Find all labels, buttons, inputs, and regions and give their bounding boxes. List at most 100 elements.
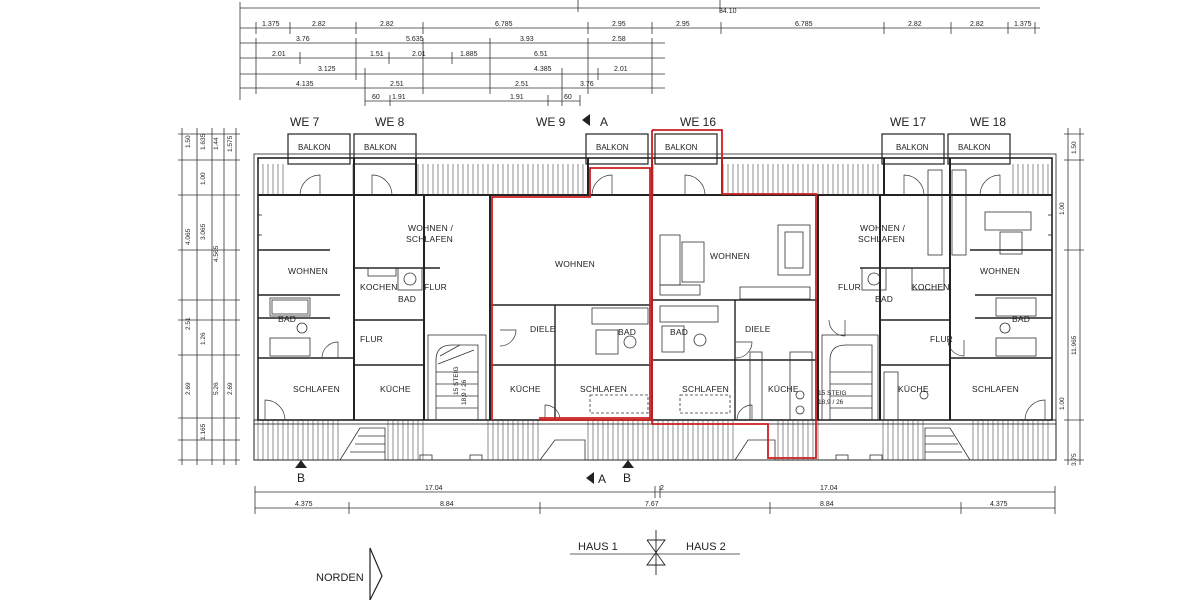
dim-total-width: 34.10 (719, 8, 737, 15)
dim-label: 4.375 (295, 501, 313, 508)
room-label-bad: BAD (670, 327, 688, 337)
room-label-wohnen: WOHNEN (555, 259, 595, 269)
dim-label: 1.375 (1014, 21, 1032, 28)
balcony-label: BALKON (298, 143, 331, 152)
unit-label-we7: WE 7 (290, 115, 320, 129)
room-label-diele: DIELE (530, 324, 556, 334)
dim-label: 2.69 (227, 382, 234, 395)
room-label-bad: BAD (278, 314, 296, 324)
dim-label: 4.565 (213, 245, 220, 262)
dim-label: 3.76 (580, 81, 594, 88)
room-label-kochen: KOCHEN (360, 282, 398, 292)
dim-label: 1.91 (392, 94, 406, 101)
dim-label: 6.785 (795, 21, 813, 28)
dim-label: 2.82 (380, 21, 394, 28)
dim-label: 2.01 (272, 51, 286, 58)
room-label-schlafen: SCHLAFEN (580, 384, 627, 394)
dim-label: 2.82 (312, 21, 326, 28)
room-label-schlafen: SCHLAFEN (972, 384, 1019, 394)
dim-label: 1.51 (370, 51, 384, 58)
room-label-flur: FLUR (424, 282, 447, 292)
dim-label: 2.58 (612, 36, 626, 43)
top-dimension-chains (239, 0, 1040, 106)
stair-ratio-left: 18,9 / 26 (461, 379, 468, 405)
dim-label: 5.635 (406, 36, 424, 43)
dim-label: 11.965 (1071, 335, 1078, 355)
haus-label-1: HAUS 1 (578, 541, 618, 553)
room-label-wohnen: WOHNEN (288, 266, 328, 276)
top-dimension-labels: 34.10 1.375 2.82 2.82 6.785 2.95 2.95 6.… (262, 8, 1032, 101)
room-label-kueche: KÜCHE (898, 384, 929, 394)
room-label-flur: FLUR (360, 334, 383, 344)
room-label-kueche: KÜCHE (380, 384, 411, 394)
room-label-wohnen-schlafen: SCHLAFEN (406, 234, 453, 244)
dim-label: 1.885 (460, 51, 478, 58)
unit-label-we9: WE 9 (536, 115, 566, 129)
section-mark-label: B (297, 471, 305, 485)
room-label-kueche: KÜCHE (510, 384, 541, 394)
dim-label: 1.50 (185, 135, 192, 148)
building-walls (253, 133, 1057, 461)
dim-label: 1.00 (200, 172, 207, 185)
balcony-label: BALKON (665, 143, 698, 152)
unit-label-we16: WE 16 (680, 115, 716, 129)
side-dimension-labels: 1.50 1.635 1.44 1.575 1.00 3.065 4.565 2… (185, 133, 1078, 466)
entrance-steps (339, 427, 971, 461)
room-label-kueche: KÜCHE (768, 384, 799, 394)
side-dimension-chains (178, 128, 1084, 465)
dim-label: 17.04 (425, 485, 443, 492)
room-label-wohnen: WOHNEN (710, 251, 750, 261)
fixtures (269, 169, 1037, 421)
unit-label-we8: WE 8 (375, 115, 405, 129)
dim-label: 2.51 (185, 317, 192, 330)
section-mark-label: A (600, 115, 608, 129)
dim-label: 2.01 (412, 51, 426, 58)
unit-labels: WE 7 WE 8 WE 9 WE 16 WE 17 WE 18 (290, 115, 1006, 129)
dim-label: 1.44 (213, 137, 220, 150)
section-mark-label: A (598, 472, 606, 486)
dim-label: 6.785 (495, 21, 513, 28)
dim-label: 1.91 (510, 94, 524, 101)
section-marker-a-top: A (582, 114, 608, 129)
wall-hatching-top (257, 164, 1049, 195)
bottom-dimension-labels: 17.04 2 17.04 4.375 8.84 7.67 8.84 4.375 (295, 485, 1008, 508)
balcony-label: BALKON (364, 143, 397, 152)
room-label-flur: FLUR (930, 334, 953, 344)
dim-label: 2.51 (390, 81, 404, 88)
dim-label: 1.375 (262, 21, 280, 28)
dim-label: 8.84 (820, 501, 834, 508)
room-label-bad: BAD (1012, 314, 1030, 324)
dim-label: 1.635 (200, 133, 207, 150)
highlighted-units (491, 129, 817, 459)
dim-label: 2.82 (908, 21, 922, 28)
wall-hatching-bottom (257, 420, 1049, 460)
room-label-bad: BAD (398, 294, 416, 304)
room-label-flur: FLUR (838, 282, 861, 292)
dim-label: 2.95 (612, 21, 626, 28)
stair-label-left: 15 STEIG (453, 366, 460, 395)
dim-label: 17.04 (820, 485, 838, 492)
room-label-diele: DIELE (745, 324, 771, 334)
room-label-bad: BAD (618, 327, 636, 337)
dim-label: 8.84 (440, 501, 454, 508)
dim-label: 1.575 (227, 135, 234, 152)
dim-label: 2.95 (676, 21, 690, 28)
room-labels: WOHNEN WOHNEN / SCHLAFEN WOHNEN WOHNEN W… (278, 223, 1030, 394)
unit-label-we18: WE 18 (970, 115, 1006, 129)
north-arrow-icon (369, 547, 383, 600)
haus-label-2: HAUS 2 (686, 541, 726, 553)
room-label-kochen: KOCHEN (912, 282, 950, 292)
dim-label: 1.00 (1059, 397, 1066, 410)
dim-label: 3.065 (200, 223, 207, 240)
stair-labels: 15 STEIG 18,9 / 26 15 STEIG 18,9 / 26 (453, 366, 847, 406)
dim-label: 60 (564, 94, 572, 101)
dim-label: 4.375 (990, 501, 1008, 508)
room-label-wohnen-schlafen: WOHNEN / (860, 223, 905, 233)
room-label-bad: BAD (875, 294, 893, 304)
dim-label: 3.125 (318, 66, 336, 73)
room-label-wohnen: WOHNEN (980, 266, 1020, 276)
dim-label: 1.50 (1071, 141, 1078, 154)
room-label-wohnen-schlafen: WOHNEN / (408, 223, 453, 233)
balcony-label: BALKON (958, 143, 991, 152)
